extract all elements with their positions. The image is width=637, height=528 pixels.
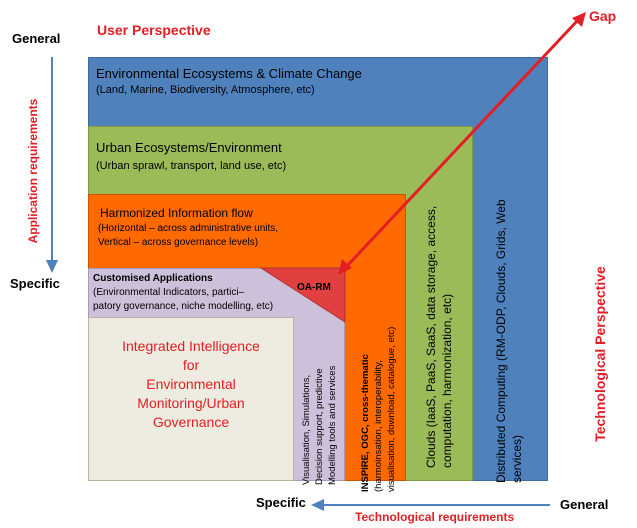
urban-subtitle: (Urban sprawl, transport, land use, etc) [96,160,287,172]
specific-bottom-label: Specific [256,495,306,510]
customised-title: Customised Applications [93,273,213,284]
gap-arrowhead-top [572,12,586,27]
customised-line1: (Environmental Indicators, partici– [93,287,245,298]
technological-requirements-label: Technological requirements [355,510,515,524]
horizontal-axis-arrowhead [311,499,324,511]
environmental-title: Environmental Ecosystems & Climate Chang… [96,66,362,81]
oarm-label: OA-RM [297,282,331,293]
integrated-line5: Governance [152,414,230,430]
general-bottom-label: General [560,497,609,512]
user-perspective-label: User Perspective [97,22,211,38]
harmonized-line2: Vertical – across governance levels) [98,237,259,248]
integrated-line4: Monitoring/Urban [137,395,245,411]
integrated-line2: for [182,357,200,373]
vertical-axis-arrowhead [46,260,58,273]
integrated-line3: Environmental [146,376,236,392]
harmonized-title: Harmonized Information flow [100,206,253,220]
integrated-text: Integrated Intelligence for Environmenta… [90,337,292,432]
gap-arrowhead-bottom [338,259,352,275]
integrated-line1: Integrated Intelligence [122,338,260,354]
gap-label: Gap [589,8,617,24]
integrated-layer [88,317,294,481]
specific-left-label: Specific [10,276,60,291]
harmonized-line1: (Horizontal – across administrative unit… [98,223,279,234]
environmental-subtitle: (Land, Marine, Biodiversity, Atmosphere,… [96,84,315,96]
general-top-label: General [12,31,61,46]
urban-title: Urban Ecosystems/Environment [96,140,282,155]
customised-line2: patory governance, niche modelling, etc) [93,301,274,312]
